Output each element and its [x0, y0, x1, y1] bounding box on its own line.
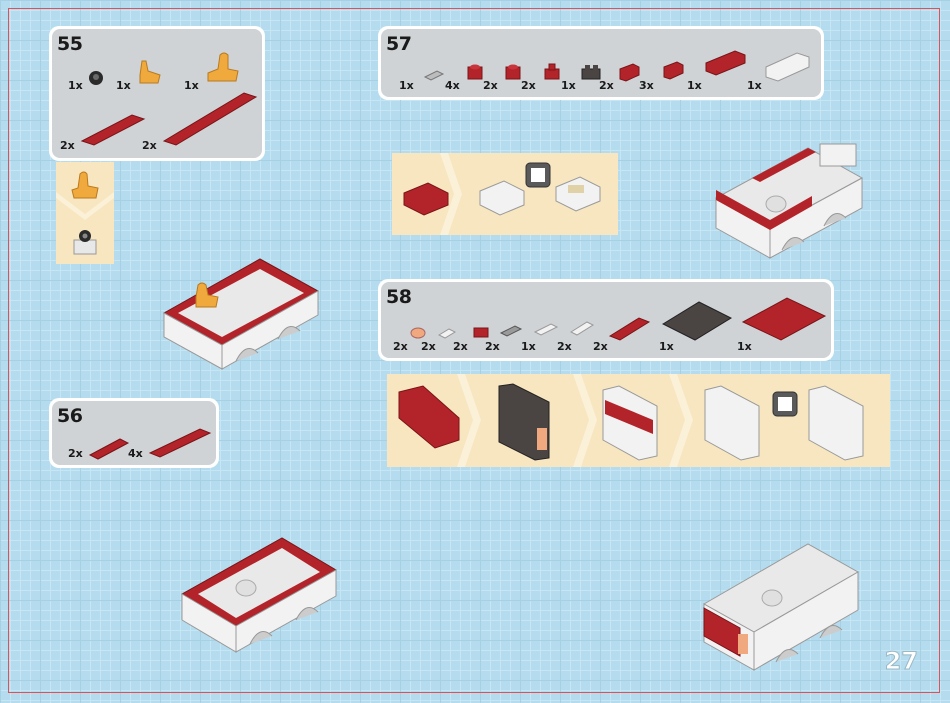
red-plate-long-icon — [146, 423, 216, 459]
step-58-qty-3: 2x — [453, 340, 468, 353]
step-55-qty-1: 1x — [68, 79, 83, 92]
red-brick-1x2-icon — [661, 59, 687, 81]
seat-assembly-diagram — [56, 162, 114, 264]
step-56-number: 56 — [57, 405, 82, 427]
seat-large-icon — [202, 47, 242, 87]
step-56-qty-2: 4x — [128, 447, 143, 460]
step-57-model — [712, 138, 872, 268]
step-58-parts-callout: 58 2x 2x 2x 2x 1x 2x 2x 1x 1x — [378, 279, 834, 361]
red-plate-large-icon — [739, 294, 829, 346]
step-58-qty-1: 2x — [393, 340, 408, 353]
step-56-parts-callout: 56 2x 4x — [49, 398, 219, 468]
step-57-qty-3: 2x — [483, 79, 498, 92]
step-57-qty-2: 4x — [445, 79, 460, 92]
red-round-brick-icon — [503, 61, 523, 83]
light-grey-tile-icon — [423, 69, 445, 83]
step-58-qty-7: 2x — [593, 340, 608, 353]
red-plate-1x4-icon — [607, 312, 653, 342]
step-55-qty-4: 2x — [60, 139, 75, 152]
step-55-qty-2: 1x — [116, 79, 131, 92]
step-58-qty-5: 1x — [521, 340, 536, 353]
step-58-model — [698, 538, 878, 678]
white-tile-icon — [437, 326, 457, 340]
orange-round-tile-icon — [409, 326, 427, 340]
step-56-qty-1: 2x — [68, 447, 83, 460]
step-55-subassembly — [56, 162, 114, 264]
step-55-parts-callout: 55 1x 1x 1x 2x 2x — [49, 26, 265, 161]
step-57-qty-9: 1x — [747, 79, 762, 92]
step-55-model — [160, 255, 330, 375]
step-57-qty-7: 3x — [639, 79, 654, 92]
step-56-model — [178, 532, 348, 662]
step-55-qty-5: 2x — [142, 139, 157, 152]
white-brick-1x4-icon — [763, 51, 813, 83]
red-brick-1x1-icon — [465, 61, 485, 83]
step-57-subassembly — [392, 153, 618, 235]
red-plate-long-icon — [78, 109, 148, 149]
red-plate-icon — [86, 431, 132, 461]
step-57-qty-8: 1x — [687, 79, 702, 92]
step-57-parts-callout: 57 1x 4x 2x 2x 1x 2x 3x 1x 1x — [378, 26, 824, 100]
step-57-qty-1: 1x — [399, 79, 414, 92]
step-58-number: 58 — [386, 286, 411, 308]
seat-small-icon — [134, 57, 164, 87]
step-57-qty-6: 2x — [599, 79, 614, 92]
step-57-qty-5: 1x — [561, 79, 576, 92]
step-57-qty-4: 2x — [521, 79, 536, 92]
grey-tile-icon — [499, 324, 523, 338]
step-58-qty-6: 2x — [557, 340, 572, 353]
dark-grey-plate-icon — [659, 296, 735, 346]
step-57-number: 57 — [386, 33, 411, 55]
red-brick-1x4-icon — [703, 49, 749, 77]
page-number: 27 — [885, 647, 918, 675]
red-clip-icon — [471, 322, 491, 340]
step-58-qty-4: 2x — [485, 340, 500, 353]
step-57-sub-diagram — [392, 153, 618, 235]
red-plate-longer-icon — [160, 87, 260, 147]
step-55-number: 55 — [57, 33, 82, 55]
step-58-sub-diagram — [387, 374, 890, 467]
step-58-qty-2: 2x — [421, 340, 436, 353]
white-slope-icon — [569, 320, 595, 338]
white-tile-1x2-icon — [533, 322, 559, 338]
red-clip-brick-icon — [541, 61, 563, 83]
step-58-subassembly — [387, 374, 890, 467]
wheel-hub-icon — [86, 67, 106, 87]
